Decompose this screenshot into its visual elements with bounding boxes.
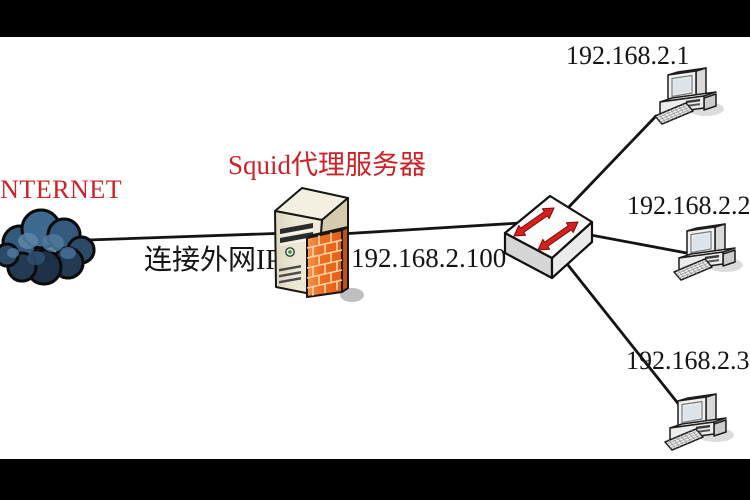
letterbox-bottom-bar [0,459,750,500]
client1-ip-label: 192.168.2.1 [566,41,690,70]
firewall-bricks [306,232,343,296]
client-computer-icon-1 [654,67,725,125]
client2-ip-label: 192.168.2.2 [627,191,750,220]
server-drive-slot [280,232,313,243]
proxy-server-icon [274,187,364,302]
switch-arrows [513,207,579,251]
line-switch-to-client3 [558,253,690,418]
firewall-icon [306,226,349,298]
proxy-server-title: Squid代理服务器 [228,150,427,180]
switch-icon [503,194,594,280]
client3-ip-label: 192.168.2.3 [626,346,750,375]
server-drive-slot [280,223,313,234]
server-vent [279,271,301,278]
proxy-lan-ip-label: 192.168.2.100 [351,243,507,273]
line-proxy-to-switch [338,221,522,236]
internet-cloud-icon [0,208,96,286]
line-switch-to-client1 [564,114,658,212]
server-shadow [340,288,364,302]
server-vent [279,277,301,284]
line-switch-to-client2 [578,231,694,256]
wan-link-label: 连接外网IP [144,245,281,276]
server-vent [279,265,301,272]
line-internet-to-proxy [86,231,292,242]
client-computer-icon-2 [673,223,744,281]
client-computer-icon-3 [664,393,735,451]
internet-label: INTERNET [0,175,123,204]
switch-top-face [503,194,594,260]
letterbox-top-bar [0,0,750,37]
